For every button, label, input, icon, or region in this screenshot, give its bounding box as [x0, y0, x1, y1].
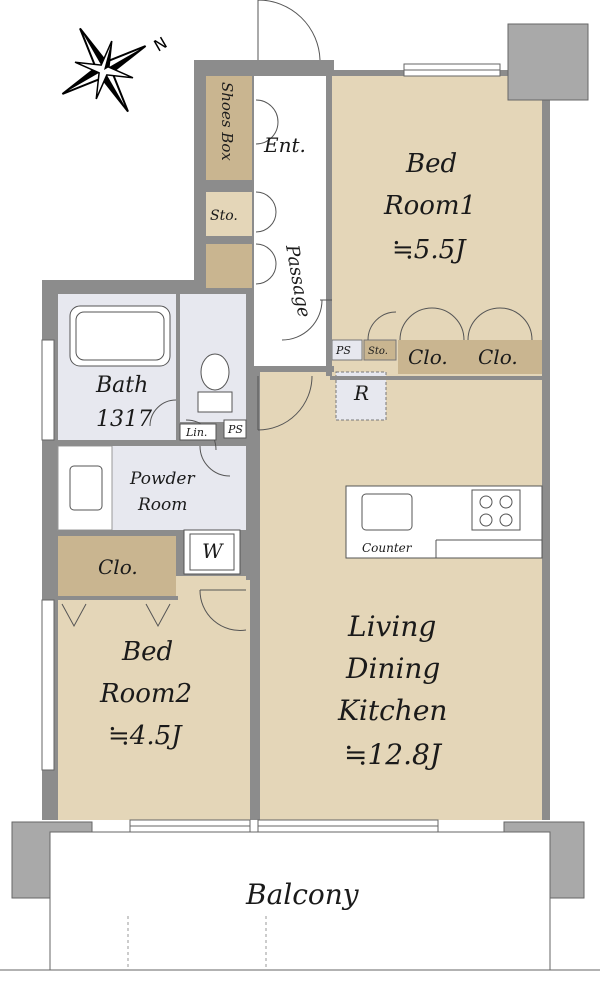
closet-b1-left-label: Clo. [408, 345, 448, 369]
storage-upper-box [363, 339, 397, 361]
windows [41, 63, 501, 833]
closet-b2-floor [58, 536, 176, 600]
washer-label: W [202, 539, 224, 563]
storage-entry-label: Sto. [210, 208, 238, 224]
ldk-line2: Dining [345, 652, 440, 685]
pillar-top-right [507, 23, 589, 101]
entrance-door [257, 0, 321, 61]
balcony-label: Balcony [245, 878, 360, 911]
ldk-floor [258, 372, 542, 820]
bedroom1-name-line1: Bed [405, 149, 457, 179]
bath-name: Bath [95, 373, 148, 398]
ldk-size: ≒12.8J [344, 738, 443, 771]
fixtures [61, 0, 543, 631]
entrance-label: Ent. [263, 133, 306, 157]
floors [57, 76, 542, 820]
storage-upper-label: Sto. [368, 346, 388, 357]
bedroom2-floor [58, 600, 250, 820]
storage-entry-lower-floor [206, 244, 252, 288]
ldk-line1: Living [347, 610, 436, 643]
closet-b1-left [398, 340, 468, 374]
bath-size: 1317 [96, 407, 152, 432]
counter-label: Counter [362, 541, 413, 555]
linen-label: Lin. [185, 426, 207, 439]
bedroom1-size: ≒5.5J [392, 235, 467, 265]
shoes-box-floor [206, 76, 252, 180]
closet-b2-label: Clo. [98, 555, 138, 579]
compass-north-label: N [151, 33, 171, 55]
powder-room-line1: Powder [129, 469, 195, 489]
closet-b1-right [468, 340, 542, 374]
ps-upper-label: PS [335, 344, 351, 357]
closet-b1-right-label: Clo. [478, 345, 518, 369]
refrigerator-label: R [353, 381, 369, 405]
ps-lower-label: PS [227, 423, 243, 436]
interior-walls [58, 76, 542, 600]
ldk-line3: Kitchen [337, 694, 447, 727]
bedroom2-size: ≒4.5J [108, 721, 183, 751]
bedroom2-floor-upper [176, 576, 250, 606]
bedroom2-name-line2: Room2 [99, 679, 192, 709]
shoes-box-label: Shoes Box [218, 82, 236, 161]
compass-icon [61, 27, 147, 113]
powder-room-line2: Room [137, 495, 187, 515]
storage-entry-floor [206, 192, 252, 236]
bedroom1-floor [330, 76, 542, 376]
entrance-floor [254, 76, 332, 180]
bedroom2-name-line1: Bed [121, 637, 173, 667]
balcony-area [0, 831, 600, 971]
bedroom1-name-line2: Room1 [383, 191, 476, 221]
